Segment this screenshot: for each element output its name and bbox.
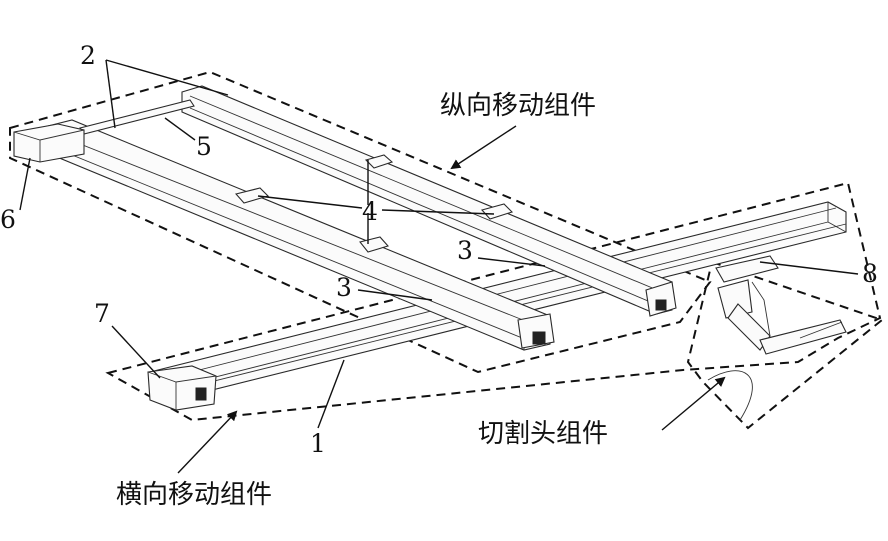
transverse-arrow: [177, 410, 238, 474]
transverse-assembly-boundary: [105, 181, 882, 422]
transverse-drive-motor: [147, 365, 217, 411]
cutting-head: [707, 255, 847, 421]
transverse-assembly-label: 横向移动组件: [116, 480, 272, 510]
longitudinal-drive-motor: [13, 123, 85, 163]
cutting-head-assembly-label: 切割头组件: [478, 419, 608, 449]
label-5: 5: [196, 132, 212, 161]
label-7: 7: [94, 299, 110, 328]
cutting-head-boundary: [686, 260, 885, 430]
rail-end-block-upper: [645, 281, 677, 317]
label-4: 4: [362, 197, 378, 226]
rail-end-block-lower: [517, 313, 555, 349]
longitudinal-assembly-boundary: [9, 70, 712, 374]
label-6: 6: [0, 205, 16, 234]
cross-tie: [79, 99, 195, 135]
leader-lines: [19, 59, 859, 429]
label-8: 8: [862, 259, 878, 288]
label-3-upper: 3: [457, 236, 473, 265]
longitudinal-assembly-label: 纵向移动组件: [440, 91, 596, 121]
label-1: 1: [310, 429, 326, 458]
longitudinal-arrow: [450, 125, 517, 170]
label-2: 2: [80, 41, 96, 70]
label-3-lower: 3: [336, 273, 352, 302]
cutting-head-arrow: [661, 376, 726, 431]
slider-blocks: [234, 154, 514, 253]
